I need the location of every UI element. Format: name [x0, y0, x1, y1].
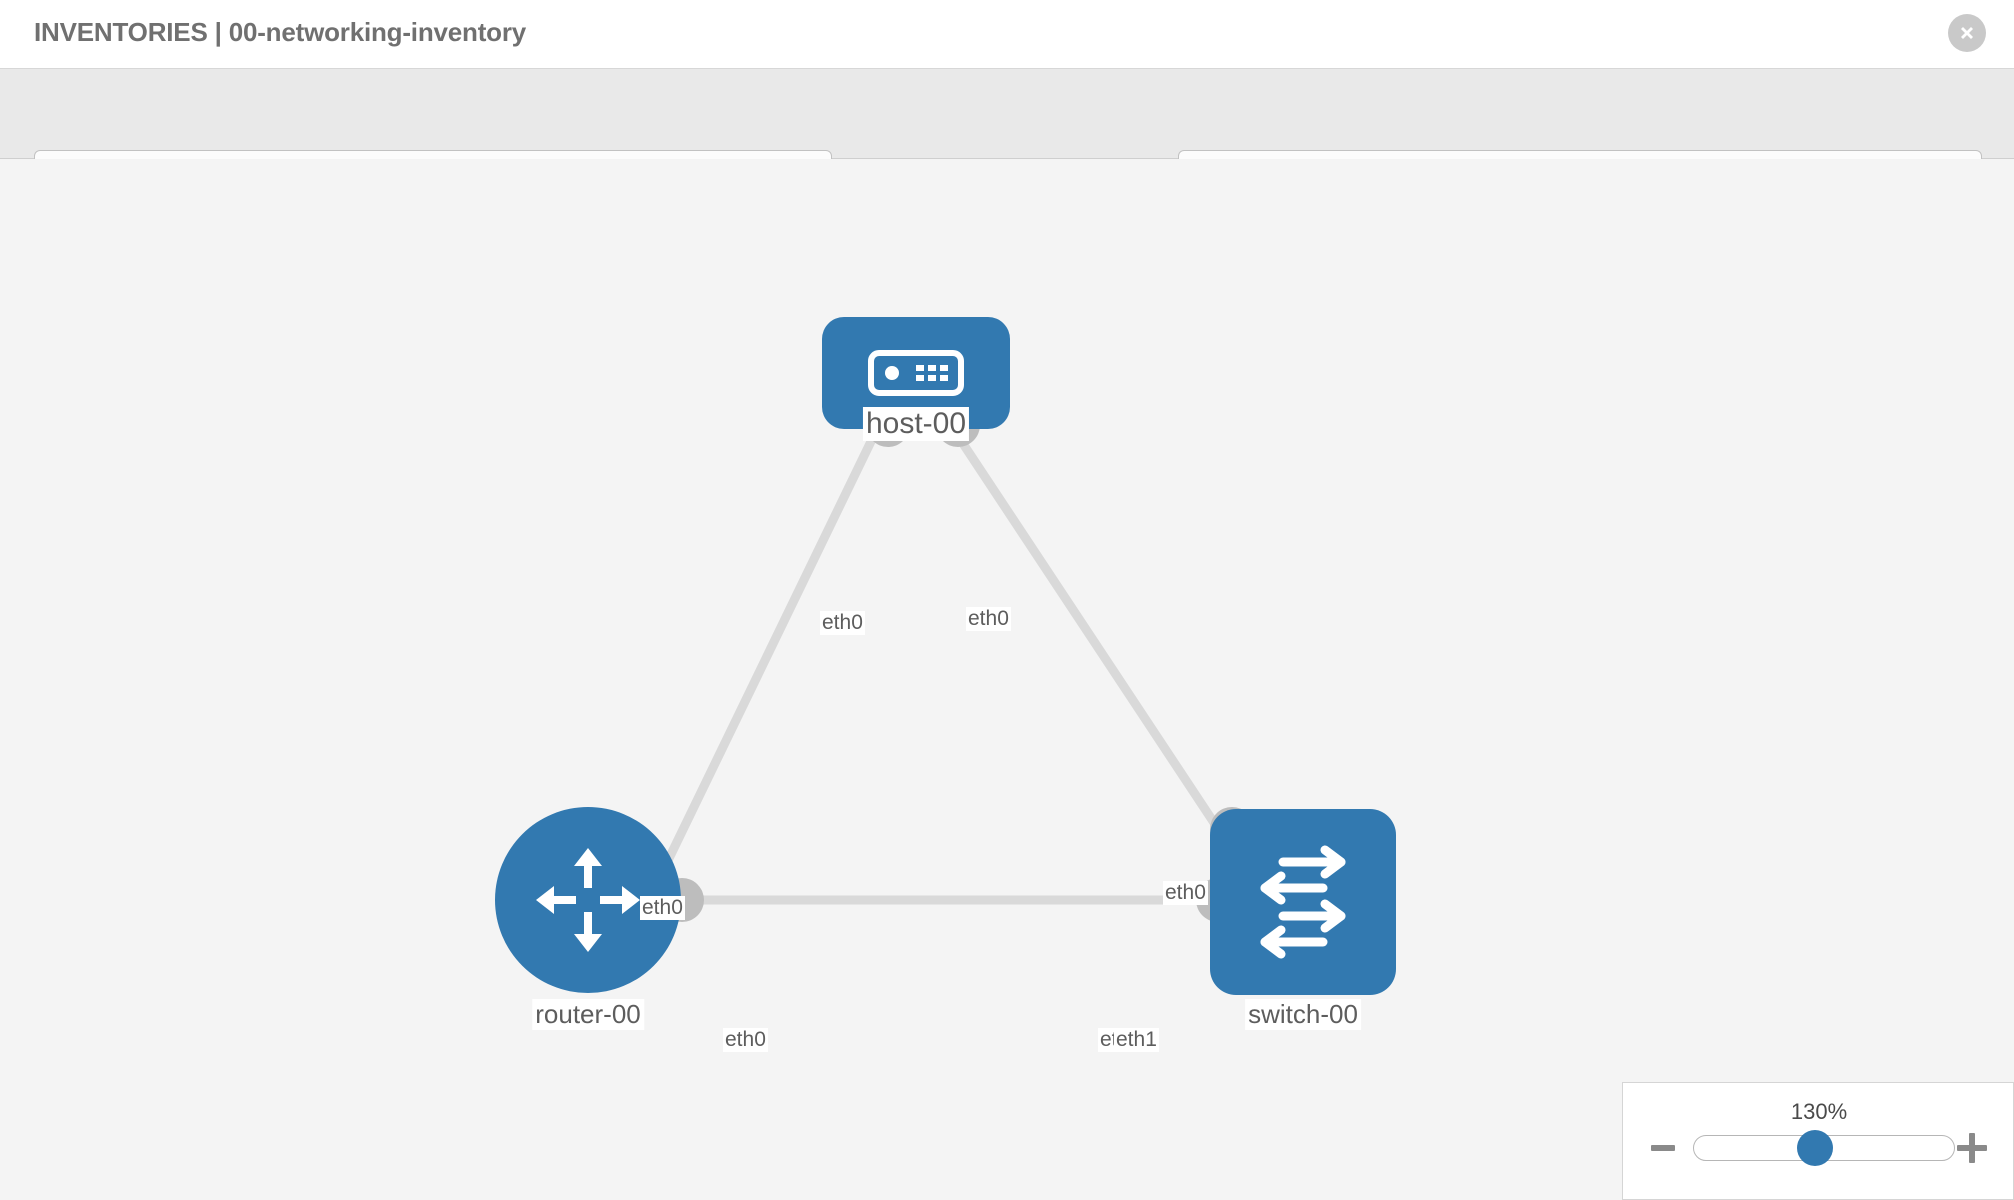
node-label-host: host-00 — [862, 407, 970, 441]
node-label-switch: switch-00 — [1245, 999, 1361, 1030]
iface-label-switch-up: eth0 — [1163, 881, 1208, 905]
switch-node-shape[interactable] — [1210, 809, 1396, 995]
node-label-router: router-00 — [532, 999, 644, 1030]
page-title: INVENTORIES | 00-networking-inventory — [34, 17, 527, 47]
iface-label-host-left: eth0 — [820, 611, 865, 635]
zoom-level-label: 130% — [1790, 1099, 1848, 1124]
iface-label-host-right: eth0 — [966, 607, 1011, 631]
switch-icon — [1260, 845, 1346, 959]
zoom-slider-thumb[interactable] — [1797, 1130, 1833, 1166]
close-glyph — [1961, 27, 1973, 39]
iface-label-router-up: eth0 — [640, 896, 685, 920]
zoom-control-panel: 130% — [1622, 1082, 2014, 1200]
zoom-out-button[interactable] — [1651, 1145, 1675, 1151]
iface-label-router-right: eth0 — [723, 1028, 768, 1052]
close-icon[interactable] — [1948, 14, 1986, 52]
zoom-in-button[interactable] — [1957, 1133, 1987, 1163]
edge-host-switch[interactable] — [948, 424, 1242, 862]
server-icon — [868, 350, 964, 396]
router-icon — [536, 848, 640, 952]
topology-canvas[interactable]: host-00 router-00 — [0, 159, 2014, 1200]
topology-edges — [655, 424, 1242, 905]
node-host-00[interactable]: host-00 — [822, 317, 1010, 441]
node-switch-00[interactable]: switch-00 — [1210, 809, 1396, 1030]
toolbar: ACTIONS SEARCH — [0, 69, 2014, 202]
page-header: INVENTORIES | 00-networking-inventory — [0, 0, 2014, 69]
edge-host-router[interactable] — [655, 425, 883, 879]
iface-label-switch-left-b: eth1 — [1114, 1028, 1159, 1052]
